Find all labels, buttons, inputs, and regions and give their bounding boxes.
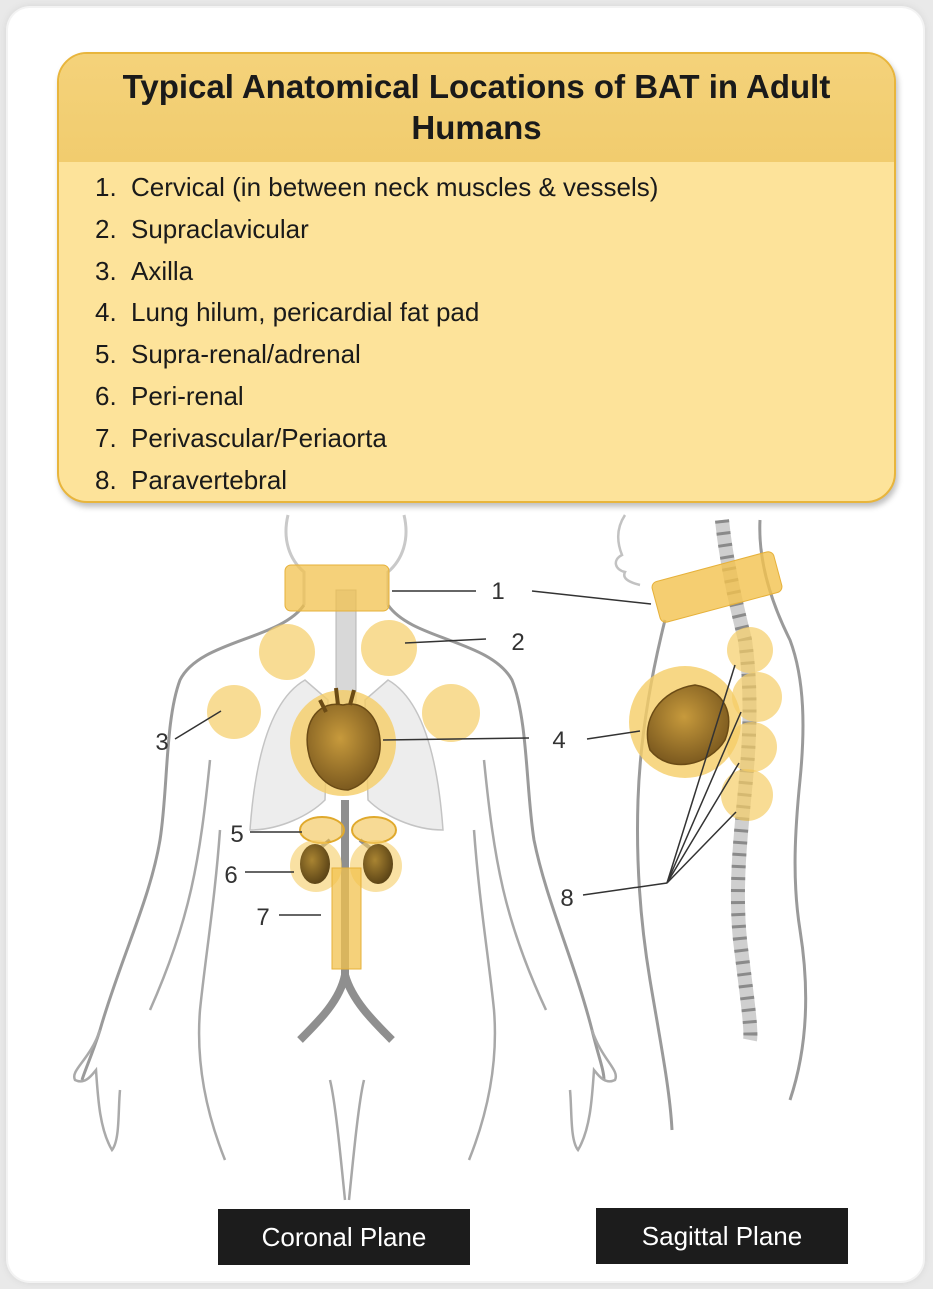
kidney-right-icon — [363, 844, 393, 884]
callout-7: 7 — [256, 904, 269, 931]
bat-adrenal-right — [352, 817, 396, 843]
callout-2: 2 — [511, 629, 524, 656]
callout-3: 3 — [155, 729, 168, 756]
callout-8: 8 — [560, 885, 573, 912]
bat-axilla-left — [207, 685, 261, 739]
coronal-figure — [74, 515, 616, 1200]
figure-card: Typical Anatomical Locations of BAT in A… — [8, 8, 923, 1281]
bat-adrenal-left — [300, 817, 344, 843]
kidney-left-icon — [300, 844, 330, 884]
callout-5: 5 — [230, 821, 243, 848]
sagittal-face-outline — [616, 515, 640, 585]
sagittal-figure — [616, 515, 806, 1130]
coronal-left-hand — [74, 1030, 120, 1150]
bat-paravertebral-4 — [721, 769, 773, 821]
bat-supraclavicular-left — [259, 624, 315, 680]
bat-cervical-region-sagittal — [651, 550, 784, 623]
bat-axilla-right — [422, 684, 480, 742]
callout-6: 6 — [224, 862, 237, 889]
bat-periaortic-region — [332, 868, 361, 969]
bat-supraclavicular-right — [361, 620, 417, 676]
anatomy-diagram: 1 2 3 4 5 6 7 8 — [8, 8, 923, 1281]
callout-4: 4 — [552, 727, 565, 754]
callout-1: 1 — [491, 578, 504, 605]
sagittal-plane-label: Sagittal Plane — [596, 1208, 848, 1264]
bat-cervical-region — [285, 565, 389, 611]
coronal-plane-label: Coronal Plane — [218, 1209, 470, 1265]
coronal-right-hand — [570, 1030, 616, 1150]
